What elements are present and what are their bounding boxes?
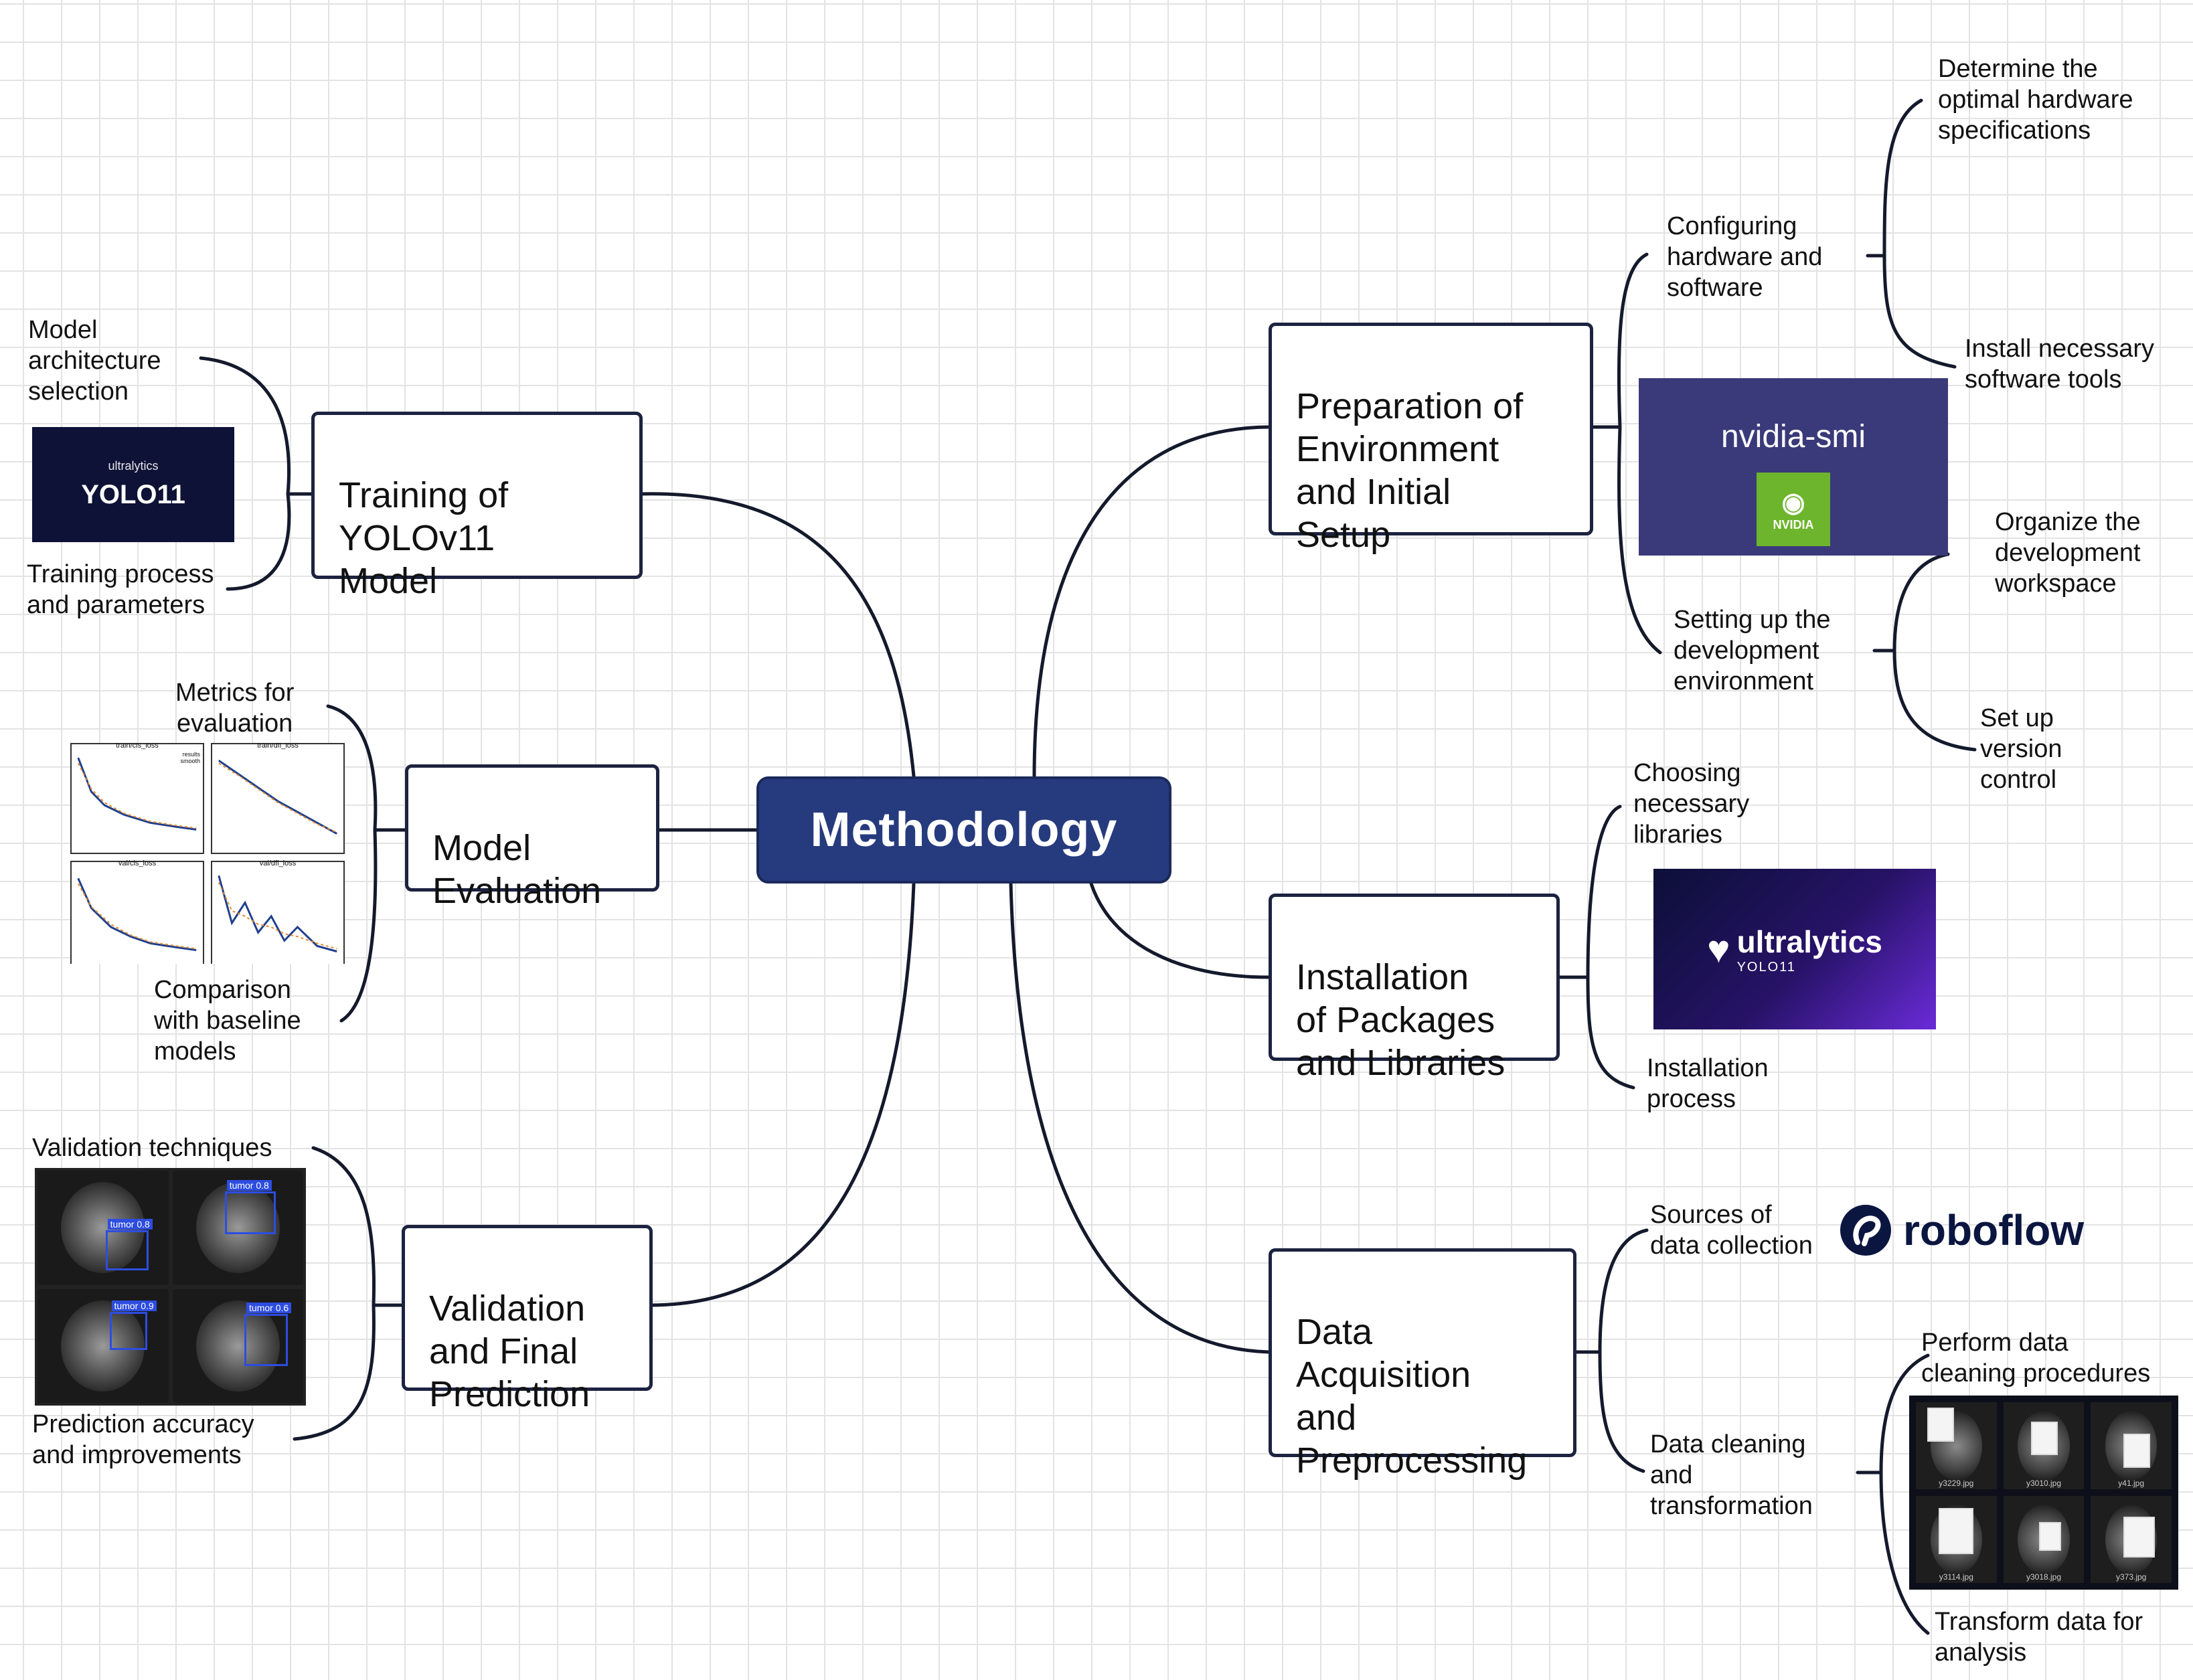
loss-curves-panel: train/cls_loss results smooth train/dfl_… <box>70 743 345 964</box>
detection-box: tumor 0.8 <box>105 1218 153 1271</box>
nvidia-smi-title: nvidia-smi <box>1720 419 1866 454</box>
plot-val-cls-loss: val/cls_loss <box>70 859 204 964</box>
roboflow-logo: roboflow <box>1838 1193 2092 1267</box>
plot-val-dfl-loss: val/dfl_loss <box>211 859 345 964</box>
topic-data: Data Acquisition and Preprocessing <box>1269 1248 1576 1481</box>
topic-preparation-label: Preparation of Environment and Initial S… <box>1296 386 1524 555</box>
leaf-model-architecture: Model architecture selection <box>28 316 161 406</box>
dataset-image: y3229.jpg <box>1916 1402 1997 1489</box>
detection-box: tumor 0.6 <box>244 1303 292 1366</box>
mri-image: tumor 0.8 <box>172 1171 303 1285</box>
ultralytics-brand-text: ultralytics <box>108 459 159 473</box>
legend-results: results <box>182 751 200 758</box>
leaf-choosing-libraries: Choosing necessary libraries <box>1633 759 1750 849</box>
leaf-metrics: Metrics for evaluation <box>175 679 295 738</box>
leaf-version-control: Set up version control <box>1980 704 2062 794</box>
yolo11-title: YOLO11 <box>81 480 185 509</box>
leaf-hardware-specs: Determine the optimal hardware specifica… <box>1938 55 2133 145</box>
plot-legend: results smooth <box>180 751 200 764</box>
subtopic-dev-environment: Setting up the development environment <box>1674 606 1831 695</box>
subtopic-configuring: Configuring hardware and software <box>1667 212 1823 302</box>
mri-image: tumor 0.9 <box>37 1288 169 1403</box>
dataset-image: y3018.jpg <box>2003 1496 2085 1583</box>
mri-image: tumor 0.6 <box>172 1288 303 1403</box>
dataset-image: y3114.jpg <box>1916 1496 1997 1583</box>
central-node-methodology: Methodology <box>756 776 1171 884</box>
plot-train-dfl-loss: train/dfl_loss <box>211 743 345 854</box>
leaf-perform-cleaning: Perform data cleaning procedures <box>1921 1329 2151 1388</box>
plot-train-cls-loss: train/cls_loss results smooth <box>70 743 204 854</box>
topic-preparation: Preparation of Environment and Initial S… <box>1269 323 1593 555</box>
topic-data-label: Data Acquisition and Preprocessing <box>1296 1312 1528 1481</box>
nvidia-logo-text: NVIDIA <box>1773 517 1814 531</box>
edge-center-validation <box>647 881 916 1307</box>
ultralytics-name: ultralytics <box>1736 924 1882 959</box>
plot-curve <box>77 877 197 951</box>
nvidia-smi-thumbnail: nvidia-smi ◉ NVIDIA <box>1639 378 1948 556</box>
mri-image: tumor 0.8 <box>37 1171 169 1285</box>
subtopic-cleaning: Data cleaning and transformation <box>1650 1430 1813 1520</box>
yolo11-thumbnail: ultralytics YOLO11 <box>32 427 234 542</box>
dataset-image: y3010.jpg <box>2003 1402 2085 1489</box>
leaf-validation-techniques: Validation techniques <box>32 1134 272 1162</box>
detection-box: tumor 0.9 <box>109 1300 157 1350</box>
leaf-software-tools: Install necessary software tools <box>1965 335 2155 394</box>
roboflow-wordmark: roboflow <box>1903 1206 2085 1254</box>
edge-center-installation <box>1089 881 1271 979</box>
leaf-training-process: Training process and parameters <box>27 560 214 619</box>
leaf-prediction-accuracy: Prediction accuracy and improvements <box>32 1410 254 1469</box>
plot-curve <box>218 760 337 835</box>
nvidia-logo-icon: ◉ NVIDIA <box>1757 473 1830 546</box>
dataset-image: y41.jpg <box>2091 1402 2172 1489</box>
plot-curve <box>77 757 197 831</box>
detection-box: tumor 0.8 <box>224 1179 276 1234</box>
leaf-transform-data: Transform data for analysis <box>1935 1608 2143 1667</box>
edge-center-preparation <box>1032 425 1271 778</box>
leaf-comparison: Comparison with baseline models <box>154 976 301 1066</box>
ultralytics-thumbnail: ♥ ultralytics YOLO11 <box>1653 869 1936 1029</box>
central-node-label: Methodology <box>810 803 1118 857</box>
subtopic-sources: Sources of data collection <box>1650 1201 1813 1260</box>
edge-center-training <box>637 492 916 778</box>
ultralytics-logo-icon: ♥ <box>1707 927 1730 971</box>
dataset-thumbnail: y3229.jpg y3010.jpg y41.jpg y3114.jpg y3… <box>1909 1396 2178 1590</box>
mri-detections-panel: tumor 0.8 tumor 0.8 tumor 0.9 tumor 0.6 <box>35 1168 306 1406</box>
edge-center-data <box>1009 881 1271 1354</box>
topic-training-label: Training of YOLOv11 Model <box>339 475 509 601</box>
topic-validation: Validation and Final Prediction <box>402 1225 653 1414</box>
topic-evaluation: Model Evaluation <box>405 764 659 911</box>
roboflow-icon <box>1840 1205 1891 1256</box>
topic-installation: Installation of Packages and Libraries <box>1269 894 1560 1083</box>
leaf-organize-workspace: Organize the development workspace <box>1995 508 2141 598</box>
legend-smooth: smooth <box>180 758 200 764</box>
plot-title: val/dfl_loss <box>259 859 297 867</box>
dataset-image: y373.jpg <box>2091 1496 2172 1583</box>
topic-validation-label: Validation and Final Prediction <box>429 1288 590 1414</box>
ultralytics-sub: YOLO11 <box>1736 959 1796 975</box>
leaf-installation-process: Installation process <box>1647 1054 1769 1113</box>
plot-curve <box>218 875 337 952</box>
topic-installation-label: Installation of Packages and Libraries <box>1296 957 1506 1083</box>
topic-evaluation-label: Model Evaluation <box>432 828 602 911</box>
plot-title: val/cls_loss <box>118 859 157 867</box>
plot-title: train/dfl_loss <box>257 743 299 750</box>
topic-training: Training of YOLOv11 Model <box>311 412 643 601</box>
plot-title: train/cls_loss <box>116 743 159 750</box>
